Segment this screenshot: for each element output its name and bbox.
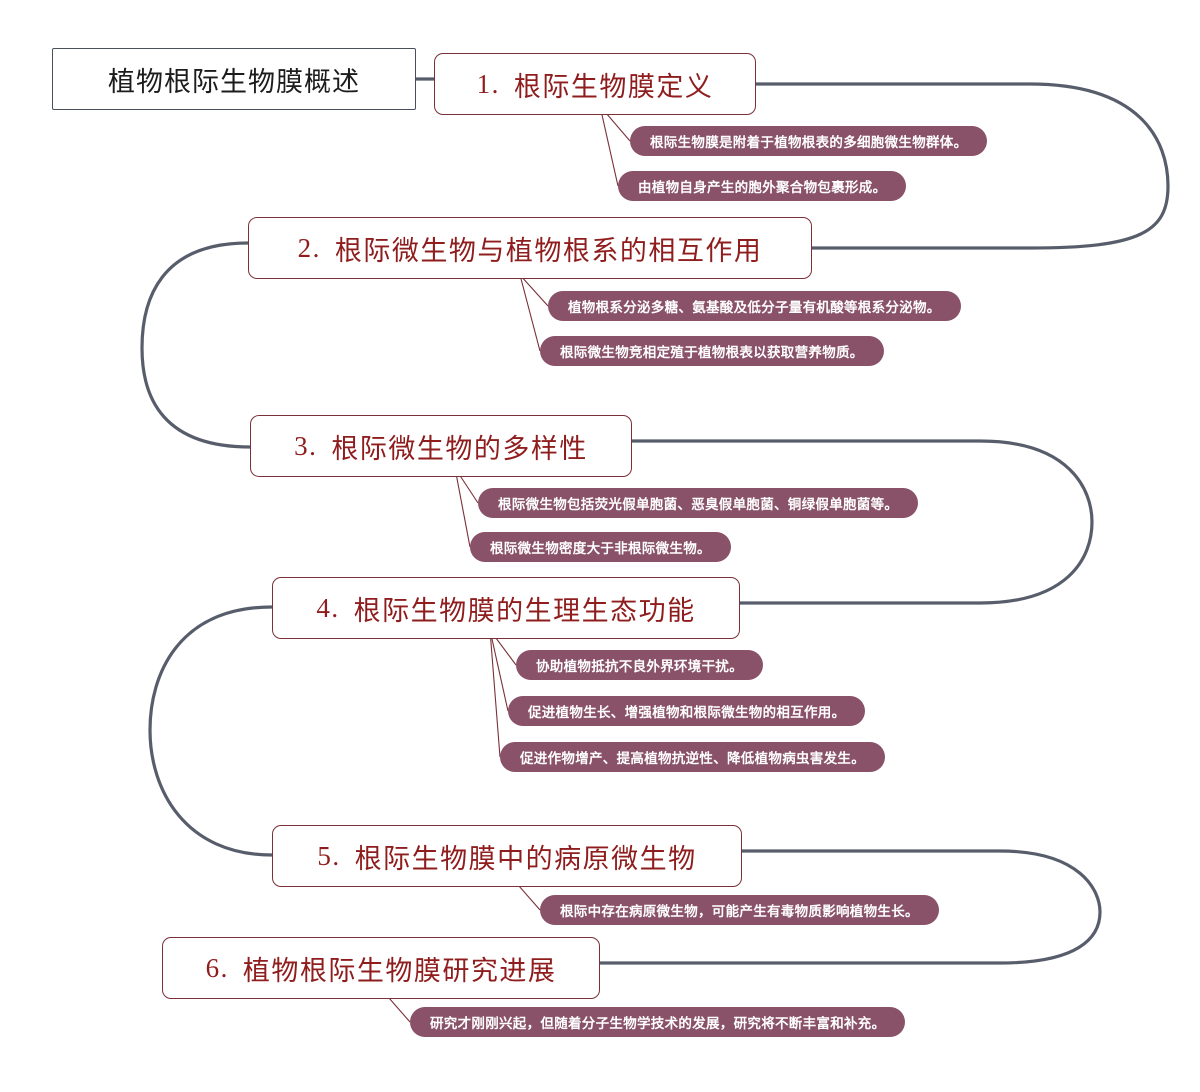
leaf-pill-4-1-text: 协助植物抵抗不良外界环境干扰。 bbox=[536, 659, 743, 675]
leaf-pill-3-1[interactable]: 根际微生物包括荧光假单胞菌、恶臭假单胞菌、铜绿假单胞菌等。 bbox=[478, 488, 919, 518]
connector-b2-to-b3 bbox=[140, 241, 252, 449]
branch-node-2-number: 2. bbox=[297, 232, 321, 263]
leaf-pill-3-2-text: 根际微生物密度大于非根际微生物。 bbox=[490, 541, 711, 557]
branch-node-3-label: 根际微生物的多样性 bbox=[331, 433, 588, 464]
branch-node-6-label: 植物根际生物膜研究进展 bbox=[242, 955, 557, 986]
leaf-pill-4-3[interactable]: 促进作物增产、提高植物抗逆性、降低植物病虫害发生。 bbox=[500, 742, 885, 772]
branch-node-3[interactable]: 3. 根际微生物的多样性 bbox=[250, 415, 632, 477]
root-node-label: 植物根际生物膜概述 bbox=[108, 66, 360, 97]
branch-node-4-label: 根际生物膜的生理生态功能 bbox=[353, 595, 696, 626]
branch-node-1-number: 1. bbox=[476, 68, 500, 99]
connector-b1-to-b2 bbox=[754, 82, 1170, 250]
branch-node-2[interactable]: 2. 根际微生物与植物根系的相互作用 bbox=[248, 217, 812, 279]
branch-node-3-number: 3. bbox=[294, 430, 318, 461]
leaf-stem-b4-1 bbox=[489, 629, 509, 712]
leaf-pill-6-1-text: 研究才刚刚兴起，但随着分子生物学技术的发展，研究将不断丰富和补充。 bbox=[430, 1016, 886, 1032]
leaf-stem-b4-2 bbox=[489, 629, 501, 758]
leaf-pill-2-2[interactable]: 根际微生物竞相定殖于植物根表以获取营养物质。 bbox=[540, 336, 884, 366]
leaf-stem-b2-0 bbox=[519, 274, 549, 307]
leaf-stem-b3-1 bbox=[454, 467, 471, 548]
leaf-stem-b1-1 bbox=[599, 105, 619, 187]
branch-node-1-label: 根际生物膜定义 bbox=[513, 71, 714, 102]
connector-b4-to-b5 bbox=[148, 605, 274, 857]
branch-node-1[interactable]: 1. 根际生物膜定义 bbox=[434, 53, 756, 115]
leaf-pill-1-2-text: 由植物自身产生的胞外聚合物包裹形成。 bbox=[638, 180, 887, 196]
branch-node-4[interactable]: 4. 根际生物膜的生理生态功能 bbox=[272, 577, 740, 639]
leaf-pill-4-2[interactable]: 促进植物生长、增强植物和根际微生物的相互作用。 bbox=[508, 696, 866, 726]
leaf-pill-4-1[interactable]: 协助植物抵抗不良外界环境干扰。 bbox=[516, 650, 763, 680]
branch-node-5-label: 根际生物膜中的病原微生物 bbox=[354, 843, 697, 874]
branch-node-2-label: 根际微生物与植物根系的相互作用 bbox=[334, 235, 763, 266]
branch-node-5-number: 5. bbox=[317, 840, 341, 871]
leaf-pill-4-3-text: 促进作物增产、提高植物抗逆性、降低植物病虫害发生。 bbox=[520, 751, 865, 767]
leaf-pill-1-2[interactable]: 由植物自身产生的胞外聚合物包裹形成。 bbox=[618, 171, 907, 201]
leaf-stem-b2-1 bbox=[519, 274, 541, 352]
leaf-pill-2-1[interactable]: 植物根系分泌多糖、氨基酸及低分子量有机酸等根系分泌物。 bbox=[548, 291, 961, 321]
root-node[interactable]: 植物根际生物膜概述 bbox=[52, 48, 416, 110]
branch-node-4-number: 4. bbox=[316, 592, 340, 623]
leaf-pill-1-1-text: 根际生物膜是附着于植物根表的多细胞微生物群体。 bbox=[650, 135, 968, 151]
leaf-pill-3-1-text: 根际微生物包括荧光假单胞菌、恶臭假单胞菌、铜绿假单胞菌等。 bbox=[498, 497, 899, 513]
leaf-pill-1-1[interactable]: 根际生物膜是附着于植物根表的多细胞微生物群体。 bbox=[630, 126, 988, 156]
leaf-pill-5-1[interactable]: 根际中存在病原微生物，可能产生有毒物质影响植物生长。 bbox=[540, 895, 939, 925]
leaf-pill-5-1-text: 根际中存在病原微生物，可能产生有毒物质影响植物生长。 bbox=[560, 904, 919, 920]
leaf-pill-4-2-text: 促进植物生长、增强植物和根际微生物的相互作用。 bbox=[528, 705, 846, 721]
branch-node-6-number: 6. bbox=[205, 952, 229, 983]
leaf-pill-3-2[interactable]: 根际微生物密度大于非根际微生物。 bbox=[470, 532, 731, 562]
leaf-pill-2-1-text: 植物根系分泌多糖、氨基酸及低分子量有机酸等根系分泌物。 bbox=[568, 300, 941, 316]
leaf-pill-6-1[interactable]: 研究才刚刚兴起，但随着分子生物学技术的发展，研究将不断丰富和补充。 bbox=[410, 1007, 906, 1037]
branch-node-5[interactable]: 5. 根际生物膜中的病原微生物 bbox=[272, 825, 742, 887]
branch-node-6[interactable]: 6. 植物根际生物膜研究进展 bbox=[162, 937, 600, 999]
leaf-pill-2-2-text: 根际微生物竞相定殖于植物根表以获取营养物质。 bbox=[560, 345, 864, 361]
